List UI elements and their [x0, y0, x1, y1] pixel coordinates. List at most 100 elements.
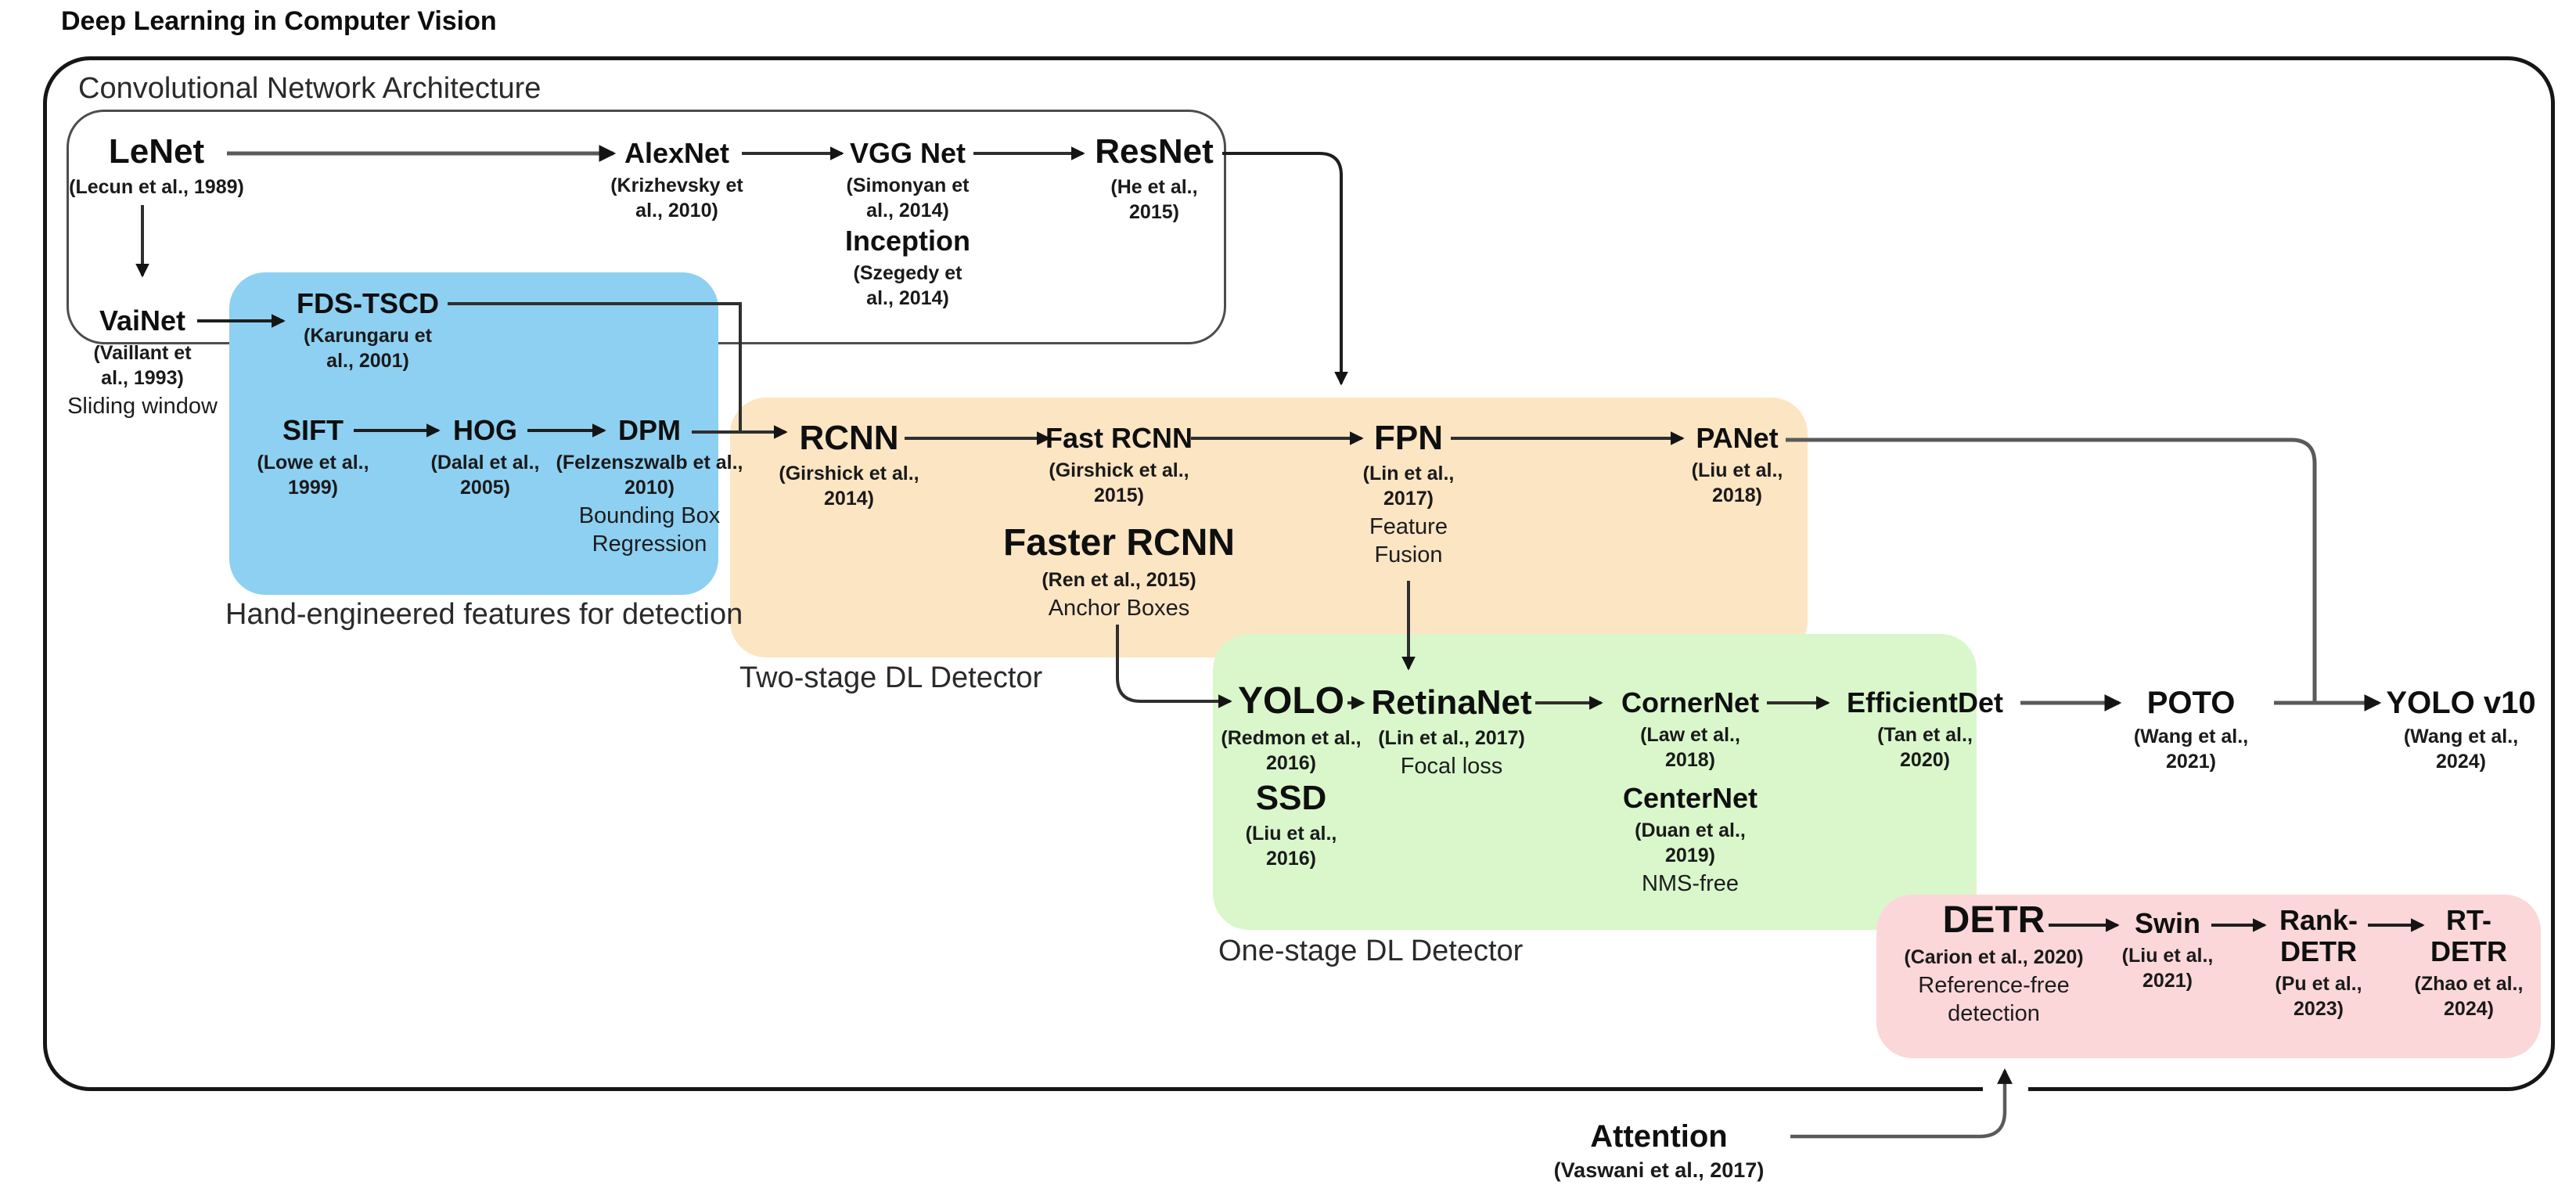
node-citation: (Liu et al.,2021): [2122, 943, 2214, 993]
node-citation: (Lin et al., 2017): [1371, 726, 1531, 751]
citation-line: al., 2010): [635, 200, 718, 222]
node-label: DPM: [617, 414, 681, 446]
citation-line: (Zhao et al.,: [2414, 973, 2524, 995]
node-label: ResNet: [1095, 132, 1214, 171]
node-citation: (Dalal et al.,2005): [431, 450, 540, 500]
citation-line: al., 2001): [326, 350, 409, 372]
node-label: AlexNet: [624, 137, 730, 169]
descriptor-line: Reference-free: [1918, 973, 2070, 998]
citation-line: (Lecun et al., 1989): [69, 176, 244, 198]
node-label: POTO: [2146, 686, 2236, 720]
node-label: YOLO: [1237, 680, 1344, 722]
citation-line: (Vaswani et al., 2017): [1553, 1158, 1765, 1182]
citation-line: (Lowe et al.,: [257, 452, 369, 474]
node-citation: (Liu et al.,2016): [1246, 821, 1337, 871]
descriptor-line: Bounding Box: [578, 503, 721, 528]
node-centernet: CenterNet (Duan et al.,2019) NMS-free: [1623, 783, 1758, 898]
node-citation: (Duan et al., 2019): [1623, 818, 1758, 868]
connector-panet-yolov10: [1786, 438, 2317, 701]
node-dpm: DPM (Felzenszwalb et al.,2010) Bounding …: [556, 415, 743, 558]
citation-line: 2024): [2444, 998, 2494, 1020]
node-label: VaiNet: [99, 304, 186, 337]
node-citation: (Lin et al.,2017): [1363, 461, 1455, 511]
citation-line: 2019): [1665, 845, 1715, 866]
node-label: Swin: [2134, 907, 2200, 939]
citation-line: 2015): [1129, 201, 1179, 223]
node-lenet: LeNet (Lecun et al., 1989): [69, 133, 244, 200]
node-fastrcnn: Fast RCNN (Girshick et al.,2015): [1045, 423, 1193, 508]
citation-line: 2024): [2436, 751, 2486, 773]
citation-line: (Tan et al.,: [1877, 724, 1973, 746]
node-citation: (Redmon et al.,2016): [1221, 726, 1361, 776]
node-citation: (Krizhevsky et al., 2010): [610, 173, 743, 223]
citation-line: (Dalal et al.,: [430, 452, 540, 474]
node-hog: HOG (Dalal et al.,2005): [431, 415, 540, 500]
citation-line: (Girshick et al.,: [779, 463, 919, 484]
citation-line: (Carion et al., 2020): [1904, 946, 2084, 968]
node-rankdetr: Rank-DETR (Pu et al., 2023): [2275, 905, 2362, 1021]
node-sift: SIFT (Lowe et al.,1999): [257, 415, 369, 500]
conv-architecture-label: Convolutional Network Architecture: [78, 72, 541, 105]
citation-line: 2010): [624, 477, 675, 499]
citation-line: (Law et al.,: [1640, 724, 1740, 746]
node-label: FDS-TSCD: [297, 287, 439, 319]
citation-line: 2016): [1266, 848, 1316, 870]
node-descriptor: NMS-free: [1623, 870, 1758, 898]
citation-line: (Wang et al.,: [2403, 726, 2519, 747]
node-fasterrcnn: Faster RCNN (Ren et al., 2015) Anchor Bo…: [1003, 523, 1235, 622]
node-label: RCNN: [799, 419, 899, 457]
citation-line: 2020): [1900, 749, 1950, 771]
two-stage-label: Two-stage DL Detector: [739, 661, 1043, 694]
citation-line: (Wang et al.,: [2133, 726, 2249, 747]
node-label: DETR: [1942, 899, 2045, 941]
citation-line: (Girshick et al.,: [1049, 459, 1189, 481]
node-citation: (Pu et al., 2023): [2275, 971, 2362, 1021]
label-line: DETR: [2279, 935, 2357, 967]
connector-attention-detr: [1790, 1068, 2013, 1139]
node-citation: (Vaswani et al., 2017): [1554, 1158, 1765, 1183]
hand-engineered-label: Hand-engineered features for detection: [225, 598, 743, 631]
node-label: Fast RCNN: [1045, 422, 1193, 454]
label-line: Rank-: [2279, 904, 2358, 936]
connector-fdstscd-rcnn: [448, 302, 742, 432]
outer-container: [43, 56, 2555, 1091]
connector-resnet-twostage: [1222, 152, 1348, 386]
citation-line: al., 1993): [101, 367, 184, 389]
one-stage-label: One-stage DL Detector: [1218, 935, 1524, 967]
node-citation: (Zhao et al., 2024): [2415, 971, 2524, 1021]
node-citation: (Carion et al., 2020): [1904, 945, 2083, 970]
citation-line: 2017): [1383, 488, 1434, 510]
node-label: EfficientDet: [1846, 686, 2004, 719]
label-line: DETR: [2430, 935, 2507, 967]
descriptor-line: NMS-free: [1641, 871, 1740, 896]
citation-line: 2023): [2294, 998, 2344, 1020]
node-label: YOLO v10: [2386, 686, 2536, 720]
node-label: SIFT: [282, 414, 344, 446]
citation-line: (Pu et al.,: [2275, 973, 2362, 995]
citation-line: (Szegedy et: [853, 262, 962, 284]
citation-line: (Krizhevsky et: [610, 175, 743, 196]
citation-line: (Duan et al.,: [1635, 819, 1746, 841]
node-retinanet: RetinaNet (Lin et al., 2017) Focal loss: [1371, 684, 1531, 780]
citation-line: (Liu et al.,: [2121, 945, 2214, 967]
node-label: HOG: [452, 414, 518, 446]
detr-box: [1876, 895, 2541, 1058]
descriptor-line: Focal loss: [1400, 754, 1503, 779]
node-resnet: ResNet (He et al.,2015): [1095, 133, 1214, 225]
node-citation: (He et al.,2015): [1095, 175, 1214, 225]
connector-fasterrcnn-yolo: [1116, 625, 1232, 708]
node-panet: PANet (Liu et al.,2018): [1692, 423, 1783, 508]
node-label: LeNet: [108, 132, 205, 171]
label-line: RT-: [2446, 904, 2491, 936]
citation-line: 2016): [1266, 752, 1316, 774]
